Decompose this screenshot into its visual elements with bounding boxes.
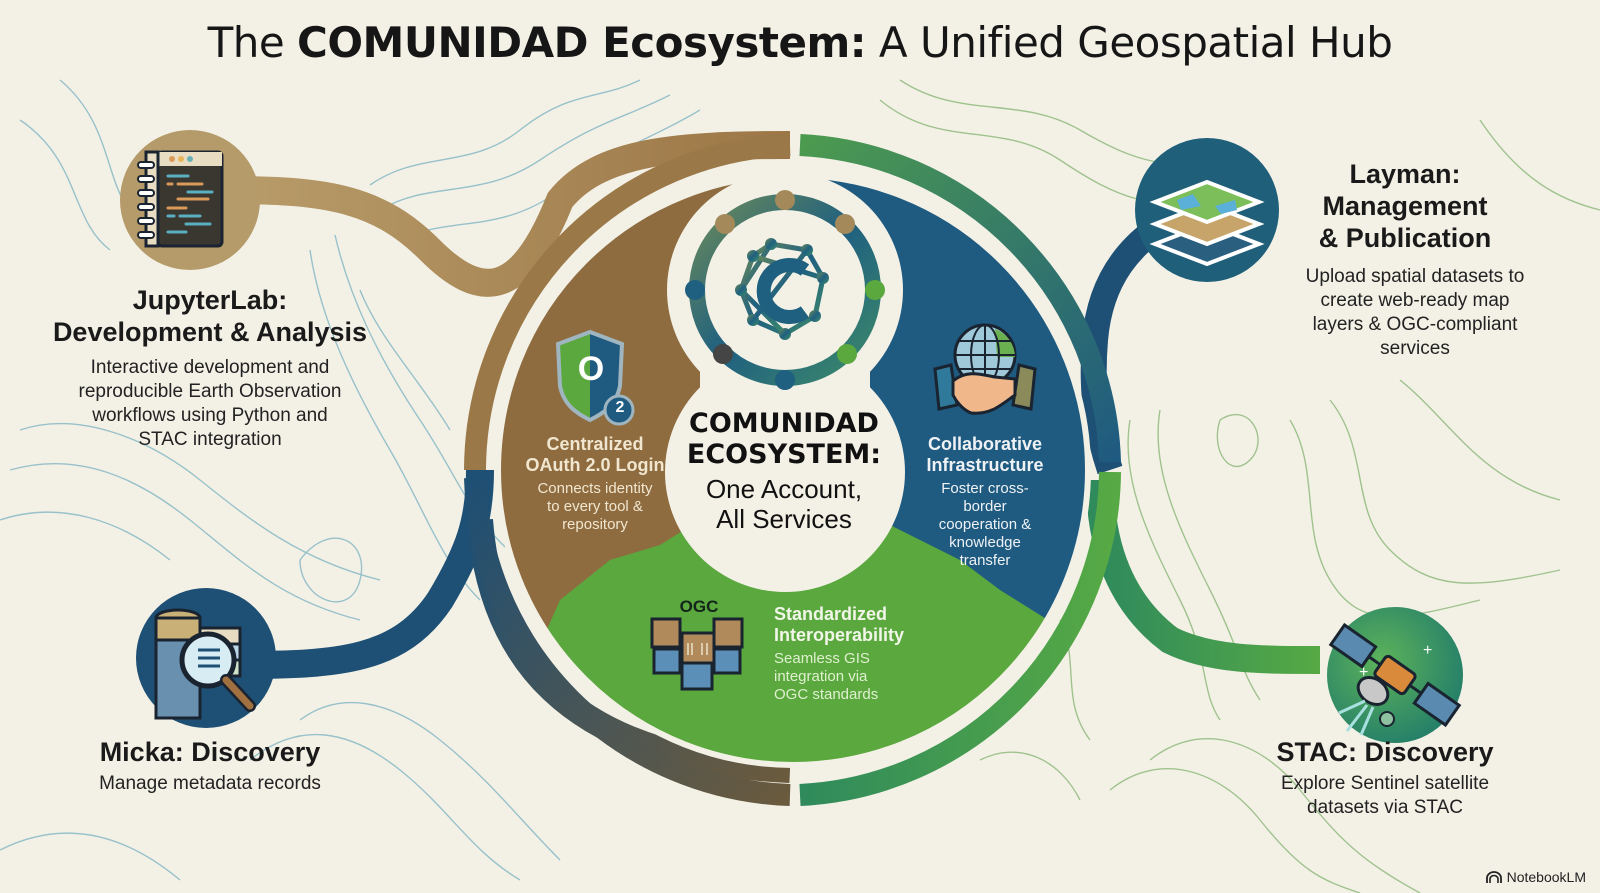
notebook-code-icon bbox=[120, 130, 260, 270]
band-micka bbox=[239, 469, 494, 679]
contour-lines-right bbox=[879, 79, 1600, 893]
oauth2-shield-icon bbox=[555, 329, 635, 426]
ogc-icon-label: OGC bbox=[679, 597, 719, 616]
ogc-cubes-icon bbox=[650, 617, 744, 691]
hub-text-circle bbox=[665, 352, 905, 592]
database-search-icon bbox=[136, 588, 276, 728]
svg-text:+: + bbox=[1359, 664, 1368, 681]
node-layman: Layman: Management & Publication bbox=[1318, 159, 1492, 253]
oauth2-badge-text: 2 bbox=[615, 399, 625, 416]
segment-ogc-bg bbox=[498, 520, 1088, 765]
map-layers-icon bbox=[1135, 138, 1279, 282]
globe-handshake-icon bbox=[933, 323, 1037, 415]
notebooklm-logo-icon bbox=[1485, 870, 1502, 883]
satellite-icon: + + bbox=[1327, 607, 1463, 743]
segment-collab: Collaborative Infrastructure Foster cros… bbox=[926, 434, 1044, 569]
community-network-c-logo bbox=[685, 190, 885, 390]
page-title: The COMUNIDAD Ecosystem: A Unified Geosp… bbox=[207, 18, 1393, 67]
band-stac bbox=[1086, 479, 1321, 674]
hub-label: COMUNIDAD ECOSYSTEM: One Account, All Se… bbox=[686, 408, 882, 534]
node-layman-desc: Upload spatial datasets to create web-re… bbox=[1305, 266, 1525, 359]
node-micka: Micka: Discovery Manage metadata records bbox=[99, 737, 321, 794]
svg-text:+: + bbox=[1423, 642, 1432, 659]
ring-green-bottom bbox=[799, 471, 1121, 806]
oauth2-shield-text: O bbox=[577, 350, 605, 388]
ring-brown-top bbox=[464, 134, 791, 471]
band-jupyterlab bbox=[229, 131, 791, 297]
ring-blue-left bbox=[464, 477, 791, 806]
segment-oauth: Centralized OAuth 2.0 Login Connects ide… bbox=[525, 434, 665, 533]
segment-ogc: Standardized Interoperability Seamless G… bbox=[774, 604, 905, 703]
node-stac: STAC: Discovery Explore Sentinel satelli… bbox=[1276, 737, 1494, 818]
notebooklm-watermark: NotebookLM bbox=[1485, 869, 1586, 885]
node-jupyterlab: JupyterLab: Development & Analysis Inter… bbox=[52, 285, 368, 450]
ring-green-top bbox=[799, 134, 1121, 463]
